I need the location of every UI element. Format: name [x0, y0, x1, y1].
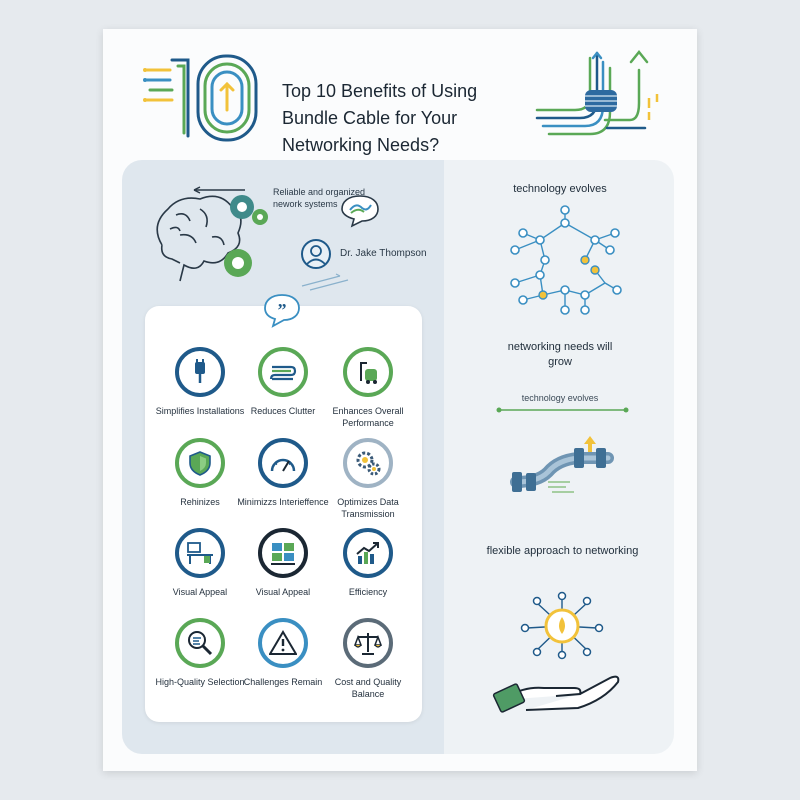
flexible-approach-heading: flexible approach to networking	[486, 545, 639, 557]
benefit-label: Cost and Quality Balance	[334, 677, 402, 699]
shield-icon	[175, 438, 225, 488]
benefit-label: Visual Appeal	[172, 587, 228, 597]
benefit-item: Efficiency	[318, 528, 418, 598]
avatar-icon	[301, 239, 331, 269]
benefit-label: Reduces Clutter	[250, 406, 316, 416]
timeline-icon	[496, 407, 629, 413]
cable-bundle-icon	[535, 49, 659, 136]
benefit-item: Enhances Overall Performance	[318, 347, 418, 429]
brain-gears-icon	[156, 186, 268, 282]
benefit-label: Simplifies Installations	[155, 406, 245, 416]
growth-chart-icon	[343, 528, 393, 578]
gauge-icon	[258, 438, 308, 488]
benefit-item: Challenges Remain	[233, 618, 333, 688]
benefit-item: Minimizzs Interieffence	[233, 438, 333, 508]
plug-icon	[175, 347, 225, 397]
reliable-text: Reliable and organized nework systems	[273, 187, 366, 209]
scales-icon	[343, 618, 393, 668]
number-ten-icon	[143, 54, 258, 142]
benefit-label: Challenges Remain	[243, 677, 323, 687]
benefit-item: Reduces Clutter	[233, 347, 333, 417]
benefit-label: Efficiency	[348, 587, 388, 597]
benefit-label: High-Quality Selection	[155, 677, 245, 687]
magnifier-icon	[175, 618, 225, 668]
cable-coil-icon	[258, 347, 308, 397]
tech-evolves-caption: technology evolves	[521, 393, 599, 403]
vacuum-icon	[343, 347, 393, 397]
warning-icon	[258, 618, 308, 668]
chat-bubble-icon	[341, 195, 379, 228]
benefit-label: Visual Appeal	[255, 587, 311, 597]
benefit-item: Visual Appeal	[233, 528, 333, 598]
quote-icon: ”	[264, 294, 300, 328]
motion-lines-icon	[301, 273, 349, 291]
benefit-label: Minimizzs Interieffence	[237, 497, 329, 507]
benefit-item: Rehinizes	[150, 438, 250, 508]
benefit-label: Rehinizes	[180, 497, 220, 507]
benefit-item: Simplifies Installations	[150, 347, 250, 417]
server-rack-icon	[258, 528, 308, 578]
benefit-item: Visual Appeal	[150, 528, 250, 598]
benefit-item: Cost and Quality Balance	[318, 618, 418, 700]
gears-icon	[343, 438, 393, 488]
svg-text:”: ”	[278, 300, 287, 320]
hand-network-icon	[492, 591, 620, 713]
benefit-item: High-Quality Selection	[150, 618, 250, 688]
benefit-item: Optimizes Data Transmission	[318, 438, 418, 520]
tech-evolves-heading: technology evolves	[513, 183, 607, 195]
network-diagram	[510, 205, 622, 315]
benefit-label: Enhances Overall Performance	[332, 406, 404, 428]
desk-icon	[175, 528, 225, 578]
page-title: Top 10 Benefits of Using Bundle Cable fo…	[282, 81, 478, 156]
pipe-upgrade-icon	[510, 436, 614, 493]
benefit-label: Optimizes Data Transmission	[337, 497, 399, 519]
networking-needs-heading: networking needs will grow	[507, 341, 613, 368]
author-name: Dr. Jake Thompson	[340, 248, 427, 259]
